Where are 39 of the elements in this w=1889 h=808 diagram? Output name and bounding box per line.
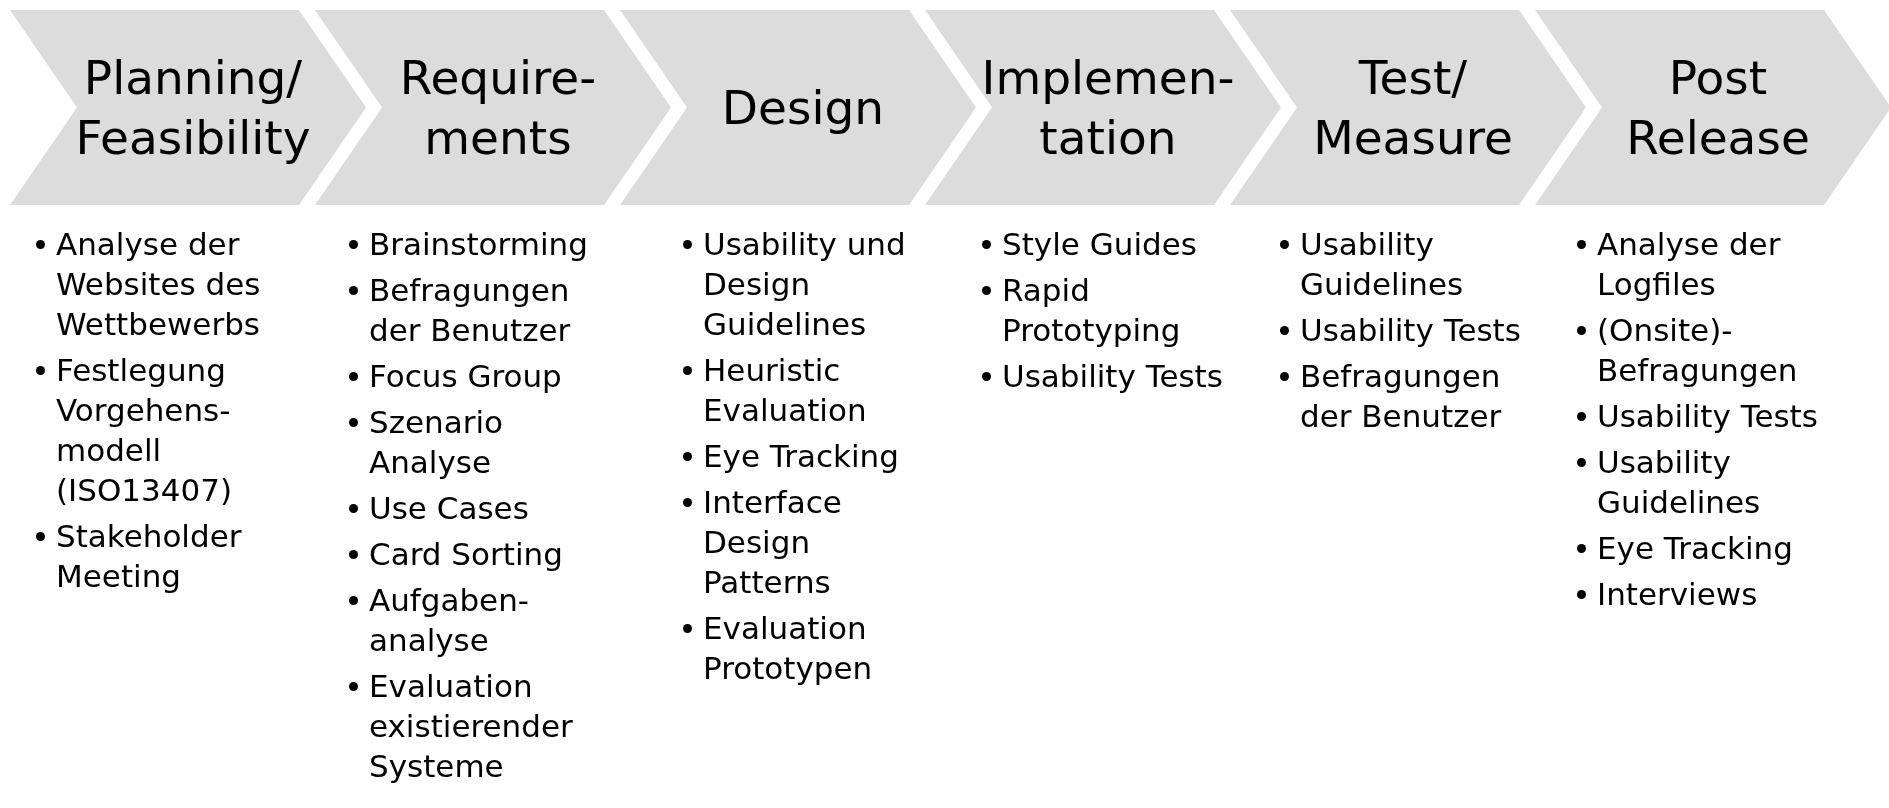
bullet-item: Card Sorting — [369, 536, 563, 572]
bullet-item: Festlegung Vorgehens- modell (ISO13407) — [56, 352, 233, 508]
bullet-item: Style Guides — [1002, 226, 1197, 262]
bullet-item: Interviews — [1597, 576, 1758, 612]
phase-title: Implemen- tation — [981, 48, 1235, 167]
bullet-item: Rapid Prototyping — [1002, 272, 1181, 348]
bullet-item: Focus Group — [369, 358, 562, 394]
bullet-item: (Onsite)- Befragungen — [1597, 312, 1798, 388]
phase-title: Planning/ Feasibility — [75, 48, 311, 167]
bullet-item: Usability Tests — [1002, 358, 1223, 394]
chevron-shape — [10, 10, 366, 205]
chevron-shape — [1535, 10, 1889, 205]
bullet-item: Usability und Design Guidelines — [703, 226, 906, 342]
bullet-item: Aufgaben- analyse — [369, 582, 530, 658]
bullet-item: Usability Guidelines — [1300, 226, 1464, 302]
phase-title: Design — [721, 78, 885, 137]
phase-title: Post Release — [1625, 48, 1811, 167]
bullet-item: Usability Tests — [1300, 312, 1521, 348]
bullet-item: Heuristic Evaluation — [703, 352, 867, 428]
bullet-item: Evaluation Prototypen — [703, 610, 873, 686]
bullet-item: Usability Tests — [1597, 398, 1818, 434]
chevron-shape — [925, 10, 1281, 205]
bullet-item: Eye Tracking — [1597, 530, 1793, 566]
bullet-item: Usability Guidelines — [1597, 444, 1761, 520]
chevron-shape — [315, 10, 671, 205]
bullet-item: Befragungen der Benutzer — [1300, 358, 1502, 434]
bullet-item: Interface Design Patterns — [703, 484, 842, 600]
bullet-item: Evaluation existierender Systeme — [369, 668, 573, 784]
bullet-item: Brainstorming — [369, 226, 588, 262]
bullet-item: Analyse der Logfiles — [1597, 226, 1781, 302]
phase-title: Test/ Measure — [1312, 48, 1514, 167]
bullet-item: Analyse der Websites des Wettbewerbs — [56, 226, 261, 342]
bullet-item: Eye Tracking — [703, 438, 899, 474]
bullet-item: Use Cases — [369, 490, 529, 526]
phase-title: Require- ments — [398, 48, 598, 167]
bullet-item: Befragungen der Benutzer — [369, 272, 571, 348]
bullet-item: Szenario Analyse — [369, 404, 503, 480]
bullet-item: Stakeholder Meeting — [56, 518, 242, 594]
chevron-shape — [620, 10, 976, 205]
